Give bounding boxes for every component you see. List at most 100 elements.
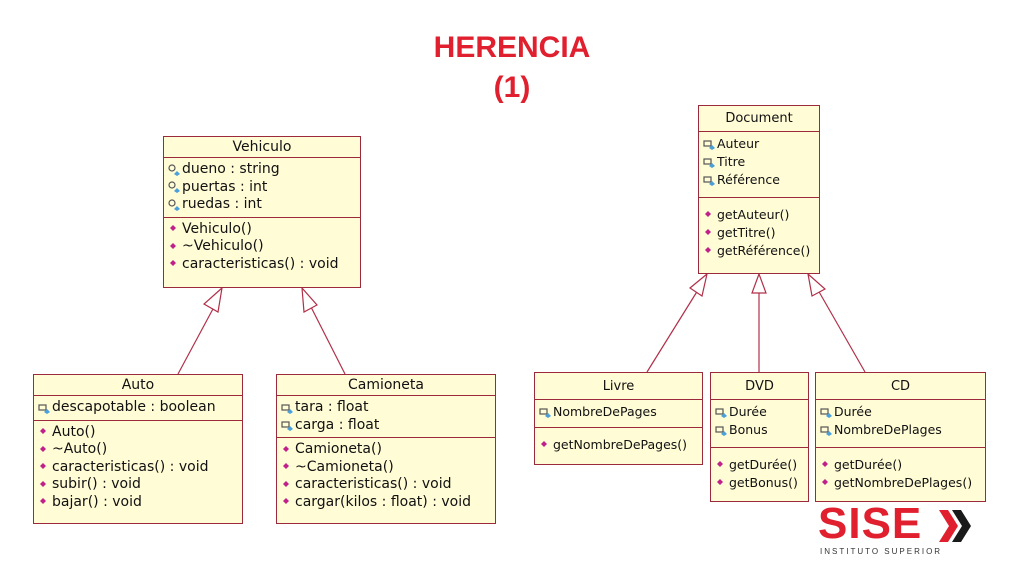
class-document: Document Auteur Titre Référence getAuteu… — [698, 105, 820, 274]
method: bajar() : void — [52, 493, 142, 510]
cd-inheritance-line — [817, 289, 866, 373]
class-name: Document — [699, 106, 819, 132]
method-icon — [40, 498, 46, 505]
method: Vehiculo() — [182, 220, 252, 237]
method-icon — [822, 461, 828, 467]
method-icon — [170, 225, 176, 232]
methods-section: Camioneta() ~Camioneta() caracteristicas… — [277, 438, 495, 514]
method: ~Vehiculo() — [182, 238, 264, 254]
sise-logo: SISE INSTITUTO SUPERIOR — [818, 499, 978, 560]
attribute-icon — [715, 426, 727, 436]
class-name: Auto — [34, 375, 242, 396]
class-name: Vehiculo — [164, 137, 360, 158]
attribute-icon — [703, 158, 715, 168]
title-line-2: (1) — [493, 71, 531, 104]
dvd-inheritance-arrowhead — [751, 272, 767, 294]
title-line-1: HERENCIA — [433, 31, 591, 64]
attributes-section: dueno : string puertas : int ruedas : in… — [164, 158, 360, 218]
attribute: Durée — [729, 404, 767, 419]
attribute: descapotable : boolean — [52, 399, 216, 415]
attribute: NombreDePages — [553, 404, 657, 419]
method-icon — [283, 445, 289, 452]
attribute: Bonus — [729, 422, 768, 437]
method: getNombreDePlages() — [834, 475, 973, 490]
methods-section: Vehiculo() ~Vehiculo() caracteristicas()… — [164, 218, 360, 277]
method: getTitre() — [717, 225, 776, 240]
method-icon — [40, 463, 46, 470]
methods-section: Auto() ~Auto() caracteristicas() : void … — [34, 421, 242, 515]
livre-inheritance-arrowhead — [688, 272, 708, 297]
attribute: puertas : int — [182, 178, 268, 195]
method-icon — [705, 211, 711, 217]
attribute-icon — [281, 404, 293, 414]
method: getNombreDePages() — [553, 437, 688, 452]
methods-section: getDurée() getNombreDePlages() — [816, 448, 985, 495]
method: getDurée() — [729, 457, 798, 472]
method-icon — [541, 441, 547, 447]
logo-tagline: INSTITUTO SUPERIOR — [820, 547, 943, 556]
logo-wordmark: SISE — [818, 499, 923, 548]
camioneta-inheritance-arrowhead — [301, 286, 318, 313]
auto-inheritance-line — [177, 306, 215, 375]
method-icon — [717, 479, 723, 485]
attribute: Auteur — [717, 136, 760, 151]
attribute-icon — [820, 426, 832, 436]
method: cargar(kilos : float) : void — [295, 493, 471, 510]
class-name: Camioneta — [277, 375, 495, 396]
attribute: Titre — [717, 154, 746, 169]
attributes-section: NombreDePages — [535, 400, 702, 428]
attribute-icon — [715, 408, 727, 418]
attribute: ruedas : int — [182, 196, 262, 212]
attributes-section: Auteur Titre Référence — [699, 132, 819, 198]
cd-inheritance-arrowhead — [807, 272, 827, 297]
method-icon — [40, 445, 46, 452]
attribute: dueno : string — [182, 161, 280, 177]
class-name: DVD — [711, 373, 808, 400]
attribute: Durée — [834, 404, 872, 419]
attribute-icon — [703, 140, 715, 150]
attributes-section: descapotable : boolean — [34, 396, 242, 421]
method: Auto() — [52, 423, 96, 440]
attribute-icon — [539, 408, 551, 418]
class-cd: CD Durée NombreDePlages getDurée() getNo… — [815, 372, 986, 502]
attribute: carga : float — [295, 416, 380, 433]
attribute: NombreDePlages — [834, 422, 942, 437]
class-livre: Livre NombreDePages getNombreDePages() — [534, 372, 703, 465]
method: subir() : void — [52, 476, 141, 492]
method: getDurée() — [834, 457, 903, 472]
attribute-icon — [168, 181, 180, 194]
attribute: tara : float — [295, 399, 369, 415]
method: getRéférence() — [717, 243, 811, 258]
attributes-section: Durée NombreDePlages — [816, 400, 985, 448]
method: caracteristicas() : void — [182, 255, 339, 272]
camioneta-inheritance-line — [310, 306, 346, 375]
attribute-icon — [703, 176, 715, 186]
class-vehiculo: Vehiculo dueno : string puertas : int ru… — [163, 136, 361, 288]
slide-title: HERENCIA (1) — [0, 28, 1024, 108]
method: caracteristicas() : void — [52, 458, 209, 475]
method: Camioneta() — [295, 441, 382, 457]
attribute-icon — [820, 408, 832, 418]
method: ~Auto() — [52, 441, 108, 457]
livre-inheritance-line — [646, 289, 699, 373]
methods-section: getNombreDePages() — [535, 428, 702, 457]
class-dvd: DVD Durée Bonus getDurée() getBonus() — [710, 372, 809, 502]
method-icon — [283, 463, 289, 470]
method-icon — [170, 260, 176, 267]
attribute: Référence — [717, 172, 780, 187]
attribute-icon — [168, 199, 180, 211]
methods-section: getAuteur() getTitre() getRéférence() — [699, 198, 819, 263]
attributes-section: Durée Bonus — [711, 400, 808, 448]
method-icon — [283, 498, 289, 505]
logo-chevrons-icon — [939, 510, 971, 542]
method-icon — [705, 229, 711, 235]
method: getBonus() — [729, 475, 798, 490]
method-icon — [717, 461, 723, 467]
methods-section: getDurée() getBonus() — [711, 448, 808, 495]
attribute-icon — [168, 164, 180, 176]
class-name: CD — [816, 373, 985, 400]
attribute-icon — [38, 404, 50, 414]
method-icon — [40, 480, 46, 487]
method-icon — [705, 247, 711, 253]
